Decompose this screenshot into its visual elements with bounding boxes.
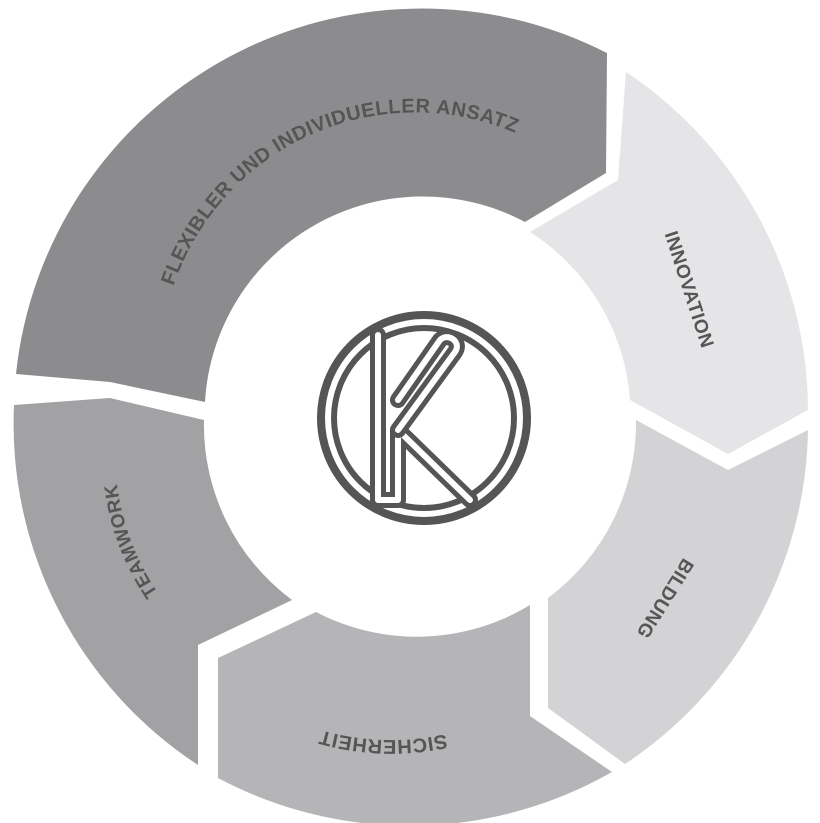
segment-flexibler-ansatz	[16, 8, 607, 403]
segment-teamwork	[13, 398, 292, 765]
segment-innovation	[530, 72, 808, 454]
segment-sicherheit	[218, 605, 612, 823]
k-logo-icon	[317, 311, 531, 525]
segment-bildung	[548, 420, 808, 764]
